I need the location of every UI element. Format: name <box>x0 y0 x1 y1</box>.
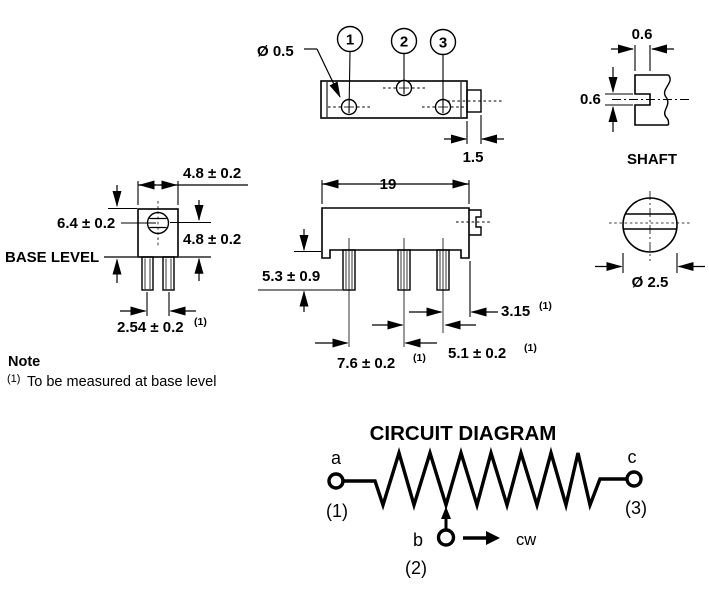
pin-pitch-ref: (1) <box>194 316 207 328</box>
shaft-detail-view: 0.6 0.6 SHAFT <box>580 26 691 168</box>
hole-diameter-label: Ø 0.5 <box>257 43 294 60</box>
pin3-to-edge-label: 3.15 <box>501 303 530 320</box>
callout-1-label: 1 <box>346 32 354 49</box>
pin-hole-centerlines <box>328 87 464 108</box>
pin-spacing-1-2-label: 7.6 ± 0.2 <box>337 355 395 372</box>
side-view-body <box>321 207 470 259</box>
dim-pin-pitch: 2.54 ± 0.2 (1) <box>117 292 207 336</box>
dim-body-length: 19 <box>321 176 470 204</box>
front-pin-left <box>141 256 154 291</box>
dim-slot-width: 0.6 <box>611 26 674 71</box>
body-width-label: 4.8 ± 0.2 <box>183 165 241 182</box>
front-view-body <box>137 208 179 258</box>
circuit-diagram: CIRCUIT DIAGRAM cw a (1) b (2) c (3) <box>326 422 647 578</box>
slot-width-label: 0.6 <box>632 26 653 43</box>
callout-3-label: 3 <box>439 35 447 52</box>
terminal-b-label: b <box>413 530 423 550</box>
resistor-zigzag <box>343 446 627 512</box>
wiper <box>436 506 456 547</box>
dim-slot-thickness: 0.6 <box>580 67 618 132</box>
body-height-label: 6.4 ± 0.2 <box>57 215 115 232</box>
note-text: To be measured at base level <box>27 374 216 390</box>
wiper-arrowhead <box>441 506 451 519</box>
slot-thickness-label: 0.6 <box>580 91 601 108</box>
dim-shaft-protrusion: 1.5 <box>444 115 504 166</box>
callout-2-label: 2 <box>400 34 408 51</box>
top-view-shaft <box>466 89 482 113</box>
cw-direction: cw <box>463 531 536 549</box>
side-view-pins <box>342 238 450 347</box>
side-view: 19 5.3 ± 0.9 7.6 ± 0.2 (1) 5.1 ± 0.2 (1)… <box>258 176 552 372</box>
cw-label: cw <box>516 531 536 549</box>
hole-diameter-arrow <box>316 48 341 98</box>
terminal-c-number: (3) <box>625 498 647 518</box>
pin-spacing-2-3-label: 5.1 ± 0.2 <box>448 345 506 362</box>
note-heading: Note <box>8 354 40 370</box>
pin-callouts: 1 2 3 <box>336 25 457 114</box>
dim-pin-length: 5.3 ± 0.9 <box>258 229 342 312</box>
shaft-diameter-label: Ø 2.5 <box>632 274 669 291</box>
pin3-to-edge-ref: (1) <box>539 300 552 312</box>
note-block: Note (1) To be measured at base level <box>7 354 216 390</box>
terminal-b-circle <box>436 528 456 547</box>
dim-pin-spacing-1-2: 7.6 ± 0.2 (1) <box>315 338 437 372</box>
shaft-front-view: Ø 2.5 <box>595 191 705 291</box>
shaft-view-title: SHAFT <box>627 151 677 168</box>
base-level-label: BASE LEVEL <box>5 249 99 266</box>
dim-shaft-diameter: Ø 2.5 <box>595 253 705 291</box>
callout-3-circle <box>429 28 457 56</box>
shaft-break-line <box>663 74 671 126</box>
callout-2-circle <box>390 27 418 55</box>
dim-pin3-to-edge: 3.15 (1) <box>409 261 552 320</box>
terminal-a-label: a <box>331 448 342 468</box>
callout-1-circle <box>336 25 364 53</box>
dim-pin-spacing-2-3: 5.1 ± 0.2 (1) <box>372 320 537 362</box>
terminal-a-number: (1) <box>326 501 348 521</box>
pin-pitch-label: 2.54 ± 0.2 <box>117 319 184 336</box>
circuit-title: CIRCUIT DIAGRAM <box>370 422 557 445</box>
note-ref: (1) <box>7 373 20 385</box>
shaft-protrusion-label: 1.5 <box>463 149 484 166</box>
callout-1-leader <box>348 51 351 114</box>
terminal-c-label: c <box>628 447 637 467</box>
pin-holes <box>328 79 464 116</box>
pin-spacing-2-3-ref: (1) <box>524 342 537 354</box>
dim-hole-diameter: Ø 0.5 <box>257 43 341 98</box>
side-view-shaft <box>469 209 482 236</box>
body-length-label: 19 <box>380 176 397 193</box>
front-view-pins <box>141 256 175 291</box>
front-pin-right <box>162 256 175 291</box>
center-to-base-label: 4.8 ± 0.2 <box>183 231 241 248</box>
dim-center-to-base: 4.8 ± 0.2 <box>170 200 241 281</box>
top-view: 1 2 3 Ø 0.5 1.5 <box>257 25 504 166</box>
pin-length-label: 5.3 ± 0.9 <box>262 268 320 285</box>
cw-arrowhead <box>486 531 500 545</box>
dim-body-height: 6.4 ± 0.2 <box>57 185 156 283</box>
terminal-b-number: (2) <box>405 558 427 578</box>
terminal-c-circle <box>625 470 643 488</box>
front-view: 4.8 ± 0.2 6.4 ± 0.2 4.8 ± 0.2 BASE LEVEL <box>5 165 248 336</box>
dim-body-width: 4.8 ± 0.2 <box>137 165 248 205</box>
terminal-a-circle <box>327 472 345 490</box>
base-level: BASE LEVEL <box>5 249 211 266</box>
pin-spacing-1-2-ref: (1) <box>413 352 426 364</box>
